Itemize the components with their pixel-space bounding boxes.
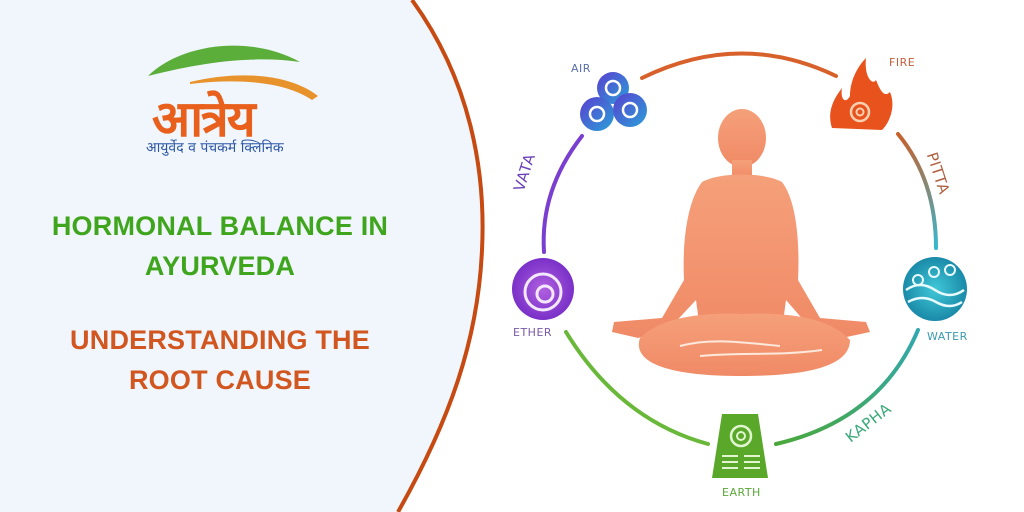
water-wave-icon — [903, 257, 967, 321]
leaf-icon — [148, 45, 318, 100]
label-air: AIR — [571, 62, 591, 75]
label-water: WATER — [927, 330, 968, 343]
headline-line-2: AYURVEDA — [144, 251, 296, 281]
headline-secondary: UNDERSTANDING THE ROOT CAUSE — [0, 320, 440, 400]
arc-kapha — [774, 328, 920, 446]
headline-line-1: HORMONAL BALANCE IN — [51, 211, 389, 241]
brand-logo: आत्रेय आयुर्वेद व पंचकर्म क्लिनिक — [140, 34, 340, 164]
ether-spiral-icon — [512, 258, 574, 320]
headline-line-4: ROOT CAUSE — [128, 365, 311, 395]
fire-flame-icon — [830, 58, 893, 130]
arc-ether-earth — [564, 330, 710, 446]
arc-pitta — [896, 132, 938, 250]
air-swirl-icon — [580, 72, 647, 131]
label-ether: ETHER — [513, 326, 553, 339]
arc-air-fire — [640, 51, 838, 80]
logo-tagline: आयुर्वेद व पंचकर्म क्लिनिक — [146, 140, 284, 156]
earth-mound-icon — [712, 414, 768, 478]
meditating-figure — [612, 109, 870, 376]
headline-line-3: UNDERSTANDING THE — [70, 325, 370, 355]
label-fire: FIRE — [889, 56, 916, 69]
label-earth: EARTH — [722, 486, 761, 499]
arc-vata — [541, 134, 584, 254]
headline-primary: HORMONAL BALANCE IN AYURVEDA — [0, 206, 440, 286]
logo-text: आत्रेय — [152, 90, 256, 148]
